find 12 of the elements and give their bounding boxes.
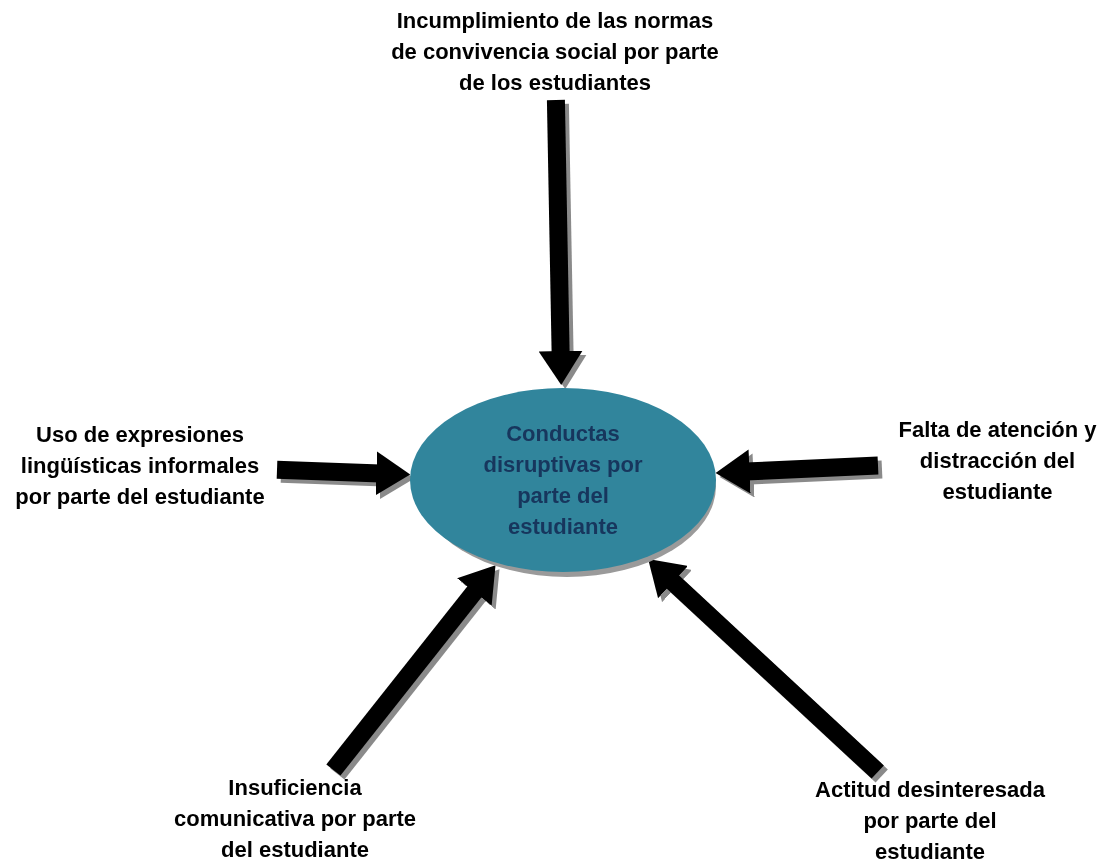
block-arrow — [538, 99, 583, 385]
node-label: Conductas disruptivas por parte del estudiante — [482, 420, 644, 541]
ellipse-node — [410, 385, 716, 575]
cause-text: Incumplimiento de las normas de convivencia social por parte de los estudiantes — [390, 7, 720, 97]
block-arrow — [715, 449, 879, 494]
block-arrow — [326, 565, 496, 776]
cause-text: Actitud desinteresada por parte del estudiante — [814, 776, 1046, 866]
block-arrow — [276, 451, 411, 496]
cause-text: Insuficiencia comunicativa por parte del estudiante — [172, 774, 418, 864]
cause-text: Falta de atención y distracción del estudiante — [897, 415, 1098, 506]
cause-text: Uso de expresiones lingüísticas informales por parte del estudiante — [14, 420, 266, 511]
block-arrow — [648, 558, 884, 779]
